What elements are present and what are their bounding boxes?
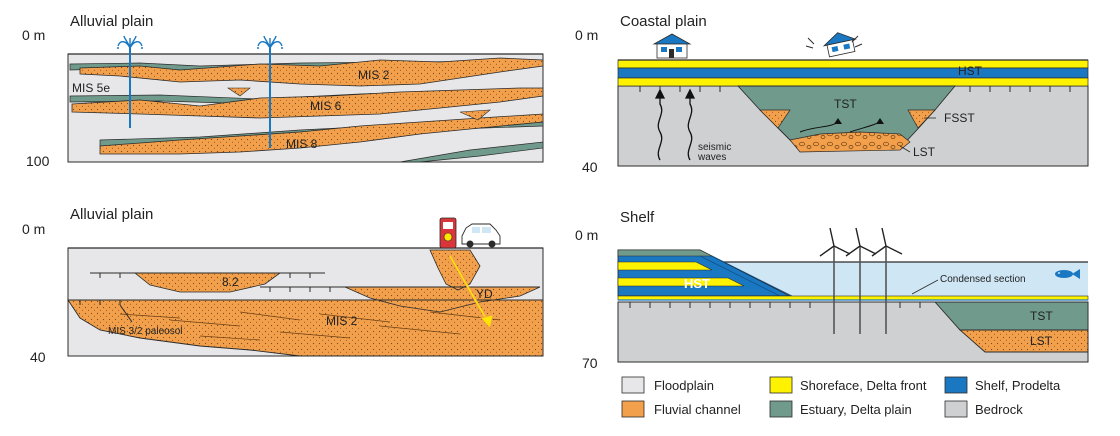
fluvial-lens — [227, 87, 251, 97]
legend-swatch — [769, 376, 793, 394]
fluvial-body-mis8 — [99, 113, 544, 155]
wind-turbine-icon — [871, 227, 903, 334]
wind-turbine-icon — [819, 227, 851, 334]
panel-coastal-plain: Coastal plain 0 m 40 — [575, 13, 1089, 175]
label-paleosol: MIS 3/2 paleosol — [108, 326, 183, 337]
fsst-lens-left — [759, 109, 791, 129]
house-icon — [652, 33, 692, 59]
panel-alluvial-plain-upper: Alluvial plain 0 m 100 MIS 2 MIS 5e MIS … — [22, 13, 544, 169]
label-hst: HST — [684, 276, 710, 291]
panel-title: Shelf — [620, 209, 655, 226]
label-8-2: 8.2 — [222, 275, 239, 289]
fuel-pump-icon — [439, 217, 457, 249]
panel-title: Alluvial plain — [70, 206, 153, 223]
panel-title: Alluvial plain — [70, 13, 153, 30]
label-tst: TST — [834, 97, 857, 111]
fountain-icon — [117, 35, 143, 49]
label-hst: HST — [958, 64, 983, 78]
fish-icon — [1055, 269, 1080, 279]
depth-label-bottom: 100 — [26, 153, 50, 169]
label-lst: LST — [913, 145, 936, 159]
car-icon — [461, 223, 501, 248]
depth-label-bottom: 40 — [30, 349, 46, 365]
legend-label: Bedrock — [975, 402, 1023, 417]
legend-swatch — [769, 400, 793, 418]
legend-swatch — [621, 376, 645, 394]
depth-label-bottom: 40 — [582, 159, 598, 175]
legend: Floodplain Shoreface, Delta front Shelf,… — [621, 376, 1061, 418]
label-mis2: MIS 2 — [326, 314, 358, 328]
depth-label-top: 0 m — [22, 221, 45, 237]
estuary-band — [399, 141, 544, 163]
panel-shelf: Shelf 0 m 70 — [575, 209, 1089, 371]
label-mis8: MIS 8 — [286, 137, 318, 151]
legend-swatch — [944, 376, 968, 394]
legend-label: Estuary, Delta plain — [800, 402, 912, 417]
panel-alluvial-plain-lower: Alluvial plain 0 m 40 — [22, 206, 544, 365]
label-mis5e: MIS 5e — [72, 81, 110, 95]
hst-shoreface-layer — [617, 277, 745, 287]
lst-gravel-fill — [789, 131, 911, 153]
lst-wedge — [958, 329, 1089, 353]
legend-label: Shoreface, Delta front — [800, 378, 927, 393]
legend-label: Fluvial channel — [654, 402, 741, 417]
depth-label-top: 0 m — [22, 27, 45, 43]
label-waves: waves — [697, 152, 726, 163]
hst-shoreface-layer — [617, 261, 713, 271]
fsst-lens-right — [907, 109, 936, 129]
hst-shoreface-top — [617, 59, 1089, 69]
legend-swatch — [621, 400, 645, 418]
label-tst: TST — [1030, 309, 1053, 323]
legend-swatch — [944, 400, 968, 418]
label-fsst: FSST — [944, 111, 975, 125]
label-lst: LST — [1030, 334, 1053, 348]
label-seismic: seismic — [698, 142, 731, 153]
depth-label-top: 0 m — [575, 227, 598, 243]
seismic-wave-icon — [654, 88, 696, 161]
label-mis6: MIS 6 — [310, 99, 342, 113]
hst-shoreface-bottom — [617, 77, 1089, 87]
hst-shelf-band — [617, 67, 1089, 79]
collapsing-house-icon — [822, 32, 857, 58]
fluvial-body-mis2 — [67, 299, 544, 357]
fluvial-body-mis6 — [71, 87, 544, 119]
hst-estuary-layer — [617, 249, 713, 257]
depth-label-top: 0 m — [575, 27, 598, 43]
label-yd: YD — [476, 287, 493, 301]
label-condensed-section: Condensed section — [940, 274, 1026, 285]
legend-label: Floodplain — [654, 378, 714, 393]
fluvial-lens — [459, 109, 491, 121]
depth-label-bottom: 70 — [582, 355, 598, 371]
wind-turbine-icon — [845, 227, 877, 334]
label-mis2: MIS 2 — [358, 68, 390, 82]
legend-label: Shelf, Prodelta — [975, 378, 1061, 393]
panel-title: Coastal plain — [620, 13, 707, 30]
tst-wedge — [933, 301, 1089, 331]
fountain-icon — [257, 35, 283, 49]
